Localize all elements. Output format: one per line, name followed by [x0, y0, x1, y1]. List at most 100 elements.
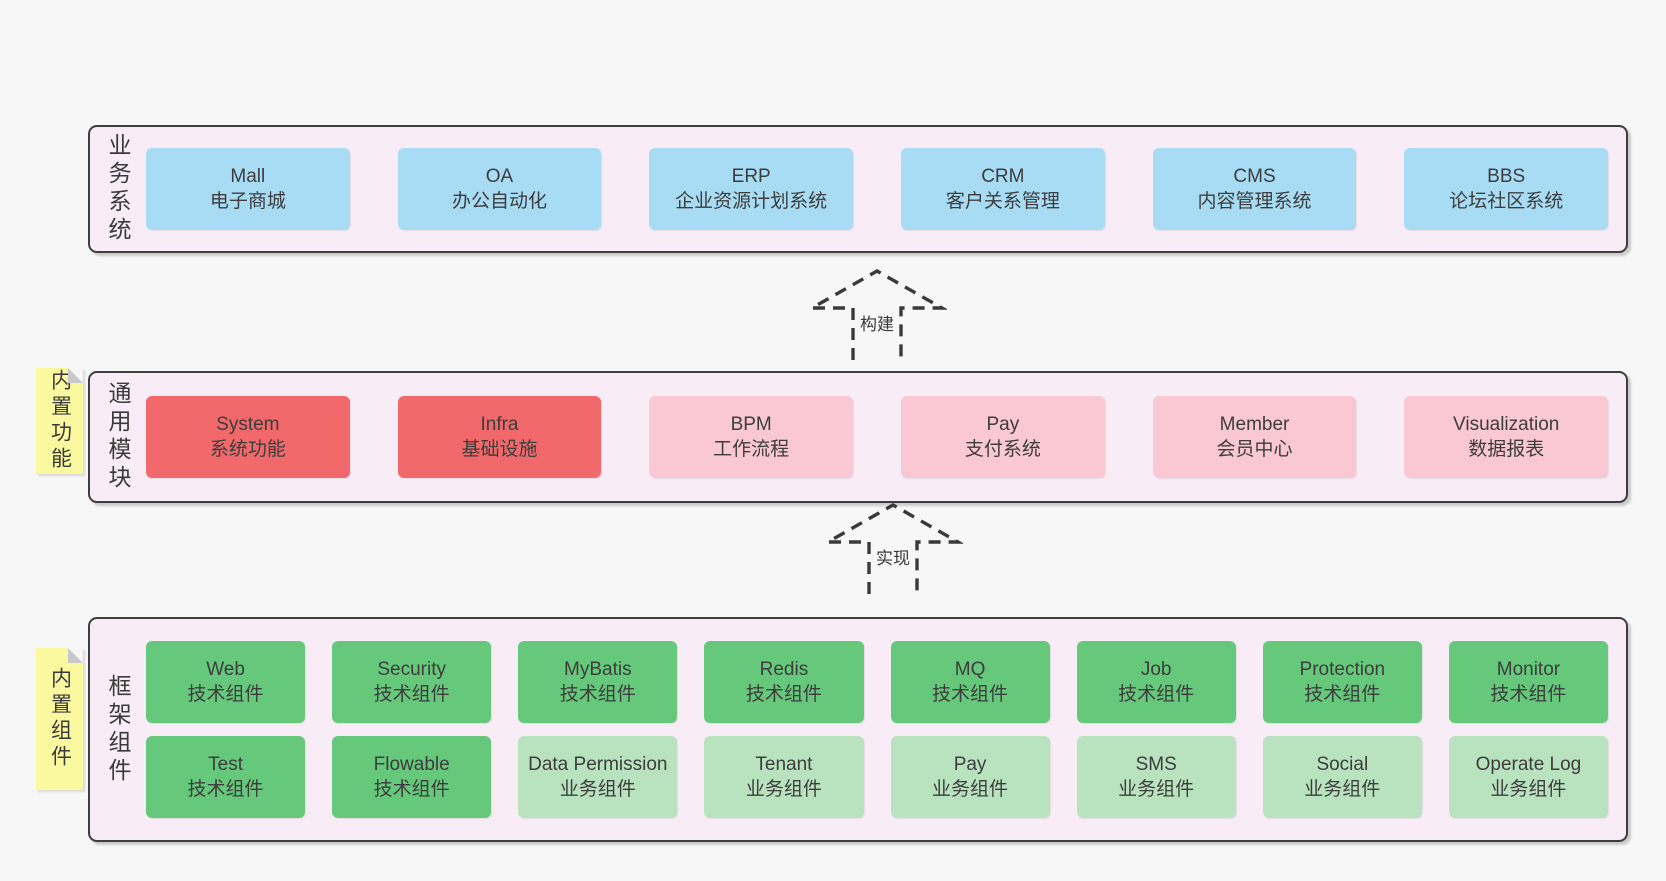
- box-title: Visualization: [1453, 413, 1560, 435]
- module-box-member: Member 会员中心: [1152, 396, 1357, 478]
- box-subtitle: 业务组件: [1304, 779, 1381, 800]
- module-box-mq: MQ 技术组件: [890, 641, 1050, 723]
- module-box-infra: Infra 基础设施: [397, 396, 602, 478]
- box-title: ERP: [731, 165, 771, 187]
- build-arrow: 构建: [807, 266, 947, 362]
- box-title: Security: [377, 658, 446, 680]
- folded-corner-icon: [68, 648, 83, 663]
- box-subtitle: 客户关系管理: [945, 191, 1060, 212]
- box-subtitle: 内容管理系统: [1197, 191, 1312, 212]
- module-box-monitor: Monitor 技术组件: [1448, 641, 1608, 723]
- business-boxes-row: Mall 电子商城 OA 办公自动化 ERP 企业资源计划系统 CRM 客户关系管理 CMS 内容…: [146, 127, 1626, 251]
- tag-label: 内置组件: [48, 667, 72, 771]
- module-box-data-permission: Data Permission 业务组件: [518, 736, 678, 818]
- box-title: MQ: [954, 658, 986, 680]
- box-subtitle: 基础设施: [461, 439, 538, 460]
- box-title: Pay: [986, 413, 1020, 435]
- module-box-test: Test 技术组件: [146, 736, 306, 818]
- built-in-components-tag: 内置组件: [36, 648, 83, 790]
- dashed-up-arrow-icon: [823, 503, 963, 594]
- arrow-outline: [823, 503, 963, 594]
- box-subtitle: 工作流程: [713, 439, 790, 460]
- box-subtitle: 业务组件: [932, 779, 1009, 800]
- module-box-cms: CMS 内容管理系统: [1152, 148, 1357, 230]
- box-subtitle: 技术组件: [1490, 684, 1567, 705]
- box-title: OA: [485, 165, 514, 187]
- box-title: Data Permission: [528, 753, 668, 775]
- module-box-mall: Mall 电子商城: [146, 148, 350, 230]
- layer-label-components: 框架组件: [105, 673, 131, 786]
- module-box-social: Social 业务组件: [1262, 736, 1422, 818]
- box-subtitle: 系统功能: [209, 439, 286, 460]
- box-subtitle: 技术组件: [373, 779, 450, 800]
- box-title: Web: [206, 658, 245, 680]
- box-title: Job: [1140, 658, 1172, 680]
- box-title: Pay: [953, 753, 987, 775]
- tag-label: 内置功能: [48, 369, 72, 473]
- box-title: Mall: [230, 165, 266, 187]
- box-subtitle: 企业资源计划系统: [675, 191, 828, 212]
- built-in-functions-tag: 内置功能: [36, 368, 83, 474]
- arrow-outline: [807, 269, 947, 360]
- layer-label-modules: 通用模块: [105, 381, 131, 493]
- layer-label-business: 业务系统: [105, 133, 131, 245]
- box-subtitle: 支付系统: [964, 439, 1041, 460]
- box-title: Tenant: [755, 753, 813, 775]
- box-subtitle: 办公自动化: [452, 191, 548, 212]
- box-title: BBS: [1487, 165, 1526, 187]
- box-subtitle: 业务组件: [559, 779, 636, 800]
- box-title: Social: [1316, 753, 1369, 775]
- module-box-flowable: Flowable 技术组件: [332, 736, 492, 818]
- box-title: SMS: [1135, 753, 1177, 775]
- box-subtitle: 技术组件: [932, 684, 1009, 705]
- box-title: Operate Log: [1475, 753, 1582, 775]
- box-subtitle: 业务组件: [745, 779, 822, 800]
- module-box-protection: Protection 技术组件: [1262, 641, 1422, 723]
- module-box-crm: CRM 客户关系管理: [901, 148, 1105, 230]
- module-box-tenant: Tenant 业务组件: [704, 736, 864, 818]
- box-title: Test: [208, 753, 243, 775]
- module-box-oa: OA 办公自动化: [397, 148, 602, 230]
- dashed-up-arrow-icon: [807, 269, 947, 360]
- box-subtitle: 业务组件: [1118, 779, 1195, 800]
- box-title: CMS: [1233, 165, 1276, 187]
- box-subtitle: 技术组件: [559, 684, 636, 705]
- module-box-erp: ERP 企业资源计划系统: [649, 148, 854, 230]
- folded-corner-icon: [68, 368, 83, 383]
- arrow-label-implement: 实现: [873, 544, 913, 569]
- box-title: Protection: [1299, 658, 1386, 680]
- box-subtitle: 技术组件: [187, 684, 264, 705]
- module-box-pay: Pay 支付系统: [901, 396, 1105, 478]
- box-title: Member: [1219, 413, 1290, 435]
- module-box-pay: Pay 业务组件: [890, 736, 1050, 818]
- box-subtitle: 业务组件: [1490, 779, 1567, 800]
- box-subtitle: 技术组件: [1118, 684, 1195, 705]
- box-subtitle: 技术组件: [187, 779, 264, 800]
- module-box-operate-log: Operate Log 业务组件: [1448, 736, 1608, 818]
- box-subtitle: 会员中心: [1216, 439, 1293, 460]
- module-box-web: Web 技术组件: [146, 641, 306, 723]
- box-title: System: [216, 413, 280, 435]
- box-title: CRM: [981, 165, 1025, 187]
- module-box-mybatis: MyBatis 技术组件: [518, 641, 678, 723]
- arrow-label-build: 构建: [857, 310, 897, 335]
- box-title: Monitor: [1496, 658, 1561, 680]
- module-box-job: Job 技术组件: [1076, 641, 1236, 723]
- implement-arrow: 实现: [823, 500, 963, 596]
- box-title: Redis: [759, 658, 809, 680]
- box-subtitle: 技术组件: [1304, 684, 1381, 705]
- box-subtitle: 数据报表: [1468, 439, 1545, 460]
- box-title: Infra: [480, 413, 519, 435]
- box-title: Flowable: [373, 753, 450, 775]
- module-box-visualization: Visualization 数据报表: [1404, 396, 1609, 478]
- box-title: MyBatis: [564, 658, 632, 680]
- box-subtitle: 电子商城: [209, 191, 286, 212]
